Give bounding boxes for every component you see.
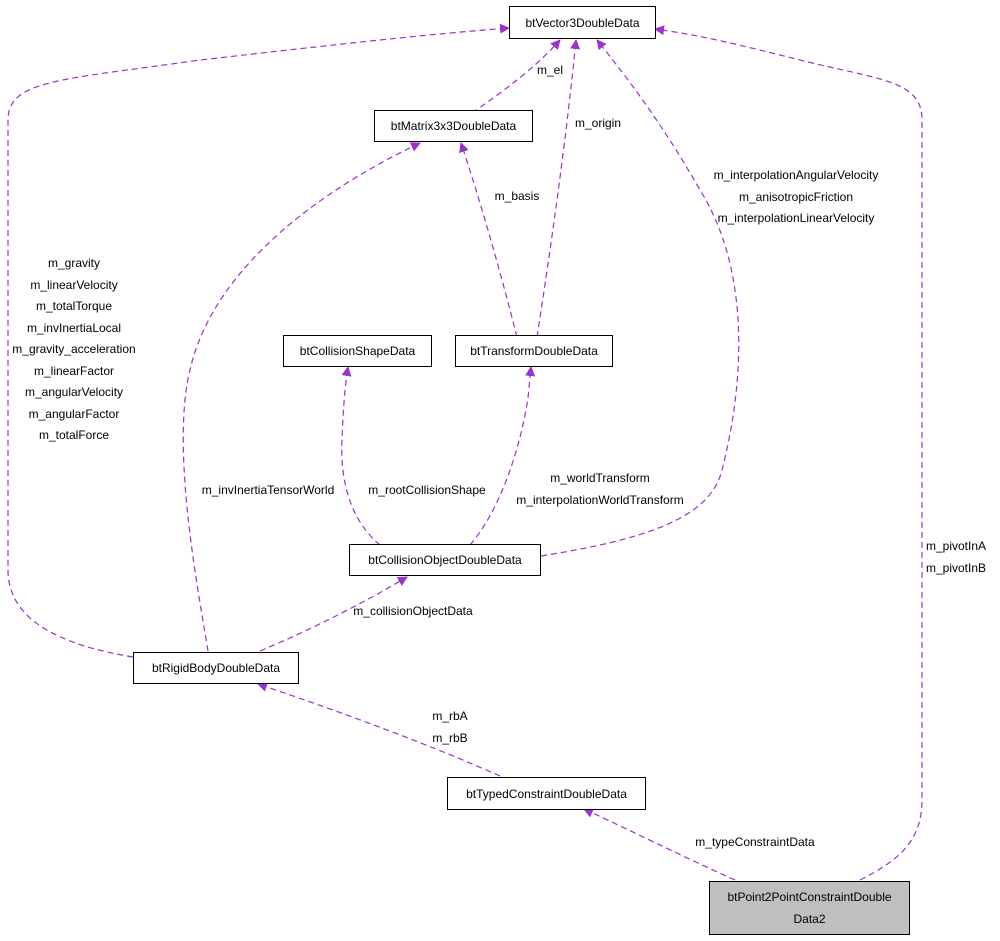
node-bt-rigid-body-double-data[interactable]: btRigidBodyDoubleData [133, 652, 299, 684]
edge-rigid-body-to-matrix [182, 142, 421, 652]
edge-collision-object-to-transform [469, 366, 536, 546]
label-constraint-to-rigid-body: m_rbA m_rbB [432, 709, 468, 745]
edge-root-to-vector [654, 25, 923, 881]
node-bt-typed-constraint-double-data[interactable]: btTypedConstraintDoubleData [447, 777, 646, 810]
root-node-label-line1: btPoint2PointConstraintDouble [727, 890, 892, 904]
edge-transform-to-matrix [459, 142, 518, 338]
edge-collision-object-to-shape [341, 366, 381, 546]
node-bt-transform-double-data[interactable]: btTransformDoubleData [455, 335, 613, 367]
label-matrix-to-vector: m_el [536, 63, 563, 77]
root-node-label-line2: Data2 [793, 912, 826, 926]
label-root-to-vector: m_pivotInA m_pivotInB [926, 539, 987, 575]
edge-collision-object-to-vector [540, 39, 740, 557]
label-rigid-body-to-matrix: m_invInertiaTensorWorld [201, 483, 335, 497]
edge-matrix-to-vector [471, 39, 561, 114]
label-root-to-constraint: m_typeConstraintData [695, 835, 815, 849]
edge-transform-to-vector [536, 39, 581, 338]
node-bt-vector3-double-data[interactable]: btVector3DoubleData [509, 6, 656, 39]
node-bt-matrix3x3-double-data[interactable]: btMatrix3x3DoubleData [374, 110, 533, 142]
edge-constraint-to-rigid-body [257, 682, 501, 777]
label-collision-object-to-transform: m_worldTransform m_interpolationWorldTra… [516, 471, 684, 507]
label-collision-object-to-shape: m_rootCollisionShape [368, 483, 486, 497]
label-rigid-body-to-vector: m_gravity m_linearVelocity m_totalTorque… [12, 256, 136, 442]
node-bt-collision-object-double-data[interactable]: btCollisionObjectDoubleData [349, 544, 541, 576]
label-collision-object-to-vector: m_interpolationAngularVelocity m_anisotr… [713, 168, 879, 225]
node-bt-point2point-constraint-double-data2[interactable]: btPoint2PointConstraintDouble Data2 [709, 881, 910, 935]
label-transform-to-matrix: m_basis [494, 189, 540, 203]
node-bt-collision-shape-data[interactable]: btCollisionShapeData [283, 335, 432, 367]
label-transform-to-vector: m_origin [574, 116, 622, 130]
edge-rigid-body-to-vector [7, 23, 510, 658]
edge-rigid-body-to-collision-object [259, 576, 408, 652]
label-rigid-body-to-collision-object: m_collisionObjectData [353, 604, 473, 618]
